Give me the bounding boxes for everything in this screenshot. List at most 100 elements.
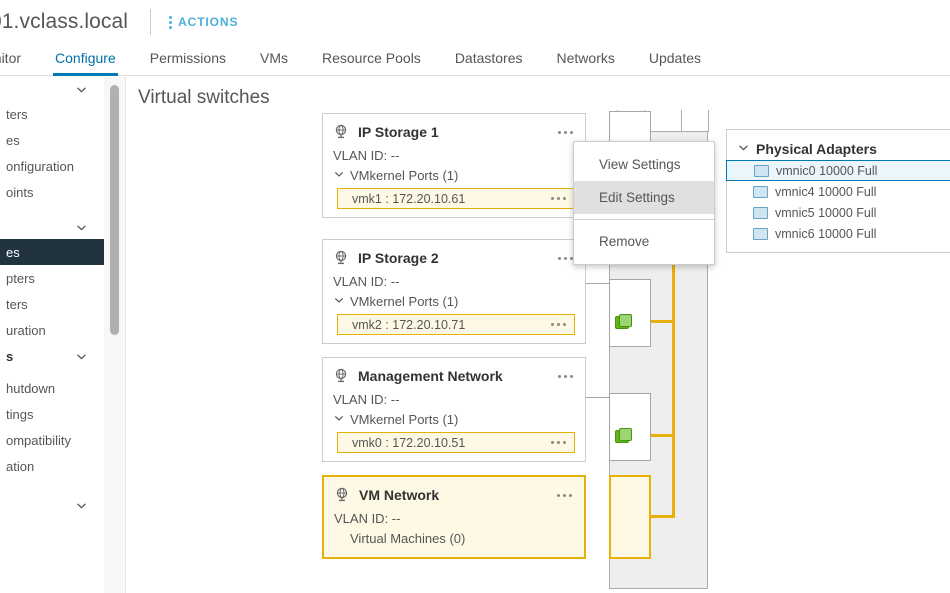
physical-adapter-label: vmnic0 10000 Full xyxy=(776,163,878,178)
context-menu-divider xyxy=(574,219,714,220)
sidebar-item-physical-adapters[interactable]: ters xyxy=(6,296,28,312)
port-group-vlan: VLAN ID: -- xyxy=(333,392,400,407)
page-header: 01.vclass.local ACTIONS xyxy=(0,0,950,44)
vmkernel-ports-label: VMkernel Ports (1) xyxy=(350,412,459,427)
vmkernel-ports-label: VMkernel Ports (1) xyxy=(350,168,459,183)
port-group-icon xyxy=(333,368,349,384)
chevron-down-icon xyxy=(75,221,88,234)
vmkernel-ports-toggle[interactable]: VMkernel Ports (1) xyxy=(333,168,575,183)
physical-adapters-panel: Physical Adapters vmnic0 10000 Full vmni… xyxy=(726,129,950,253)
sidebar-group-hardware[interactable] xyxy=(0,493,104,517)
port-group-card[interactable]: IP Storage 1 VLAN ID: -- VMkernel Ports … xyxy=(322,113,586,218)
nic-icon xyxy=(753,206,768,219)
port-group-name: IP Storage 1 xyxy=(358,124,439,140)
kebab-horizontal-icon[interactable] xyxy=(551,323,568,326)
sidebar-scroll-thumb[interactable] xyxy=(110,85,119,335)
port-group-name: Management Network xyxy=(358,368,503,384)
sidebar-scrollbar[interactable] xyxy=(104,77,126,593)
sidebar-item-host-cache-configuration[interactable]: onfiguration xyxy=(6,158,74,174)
connector-line-management-network xyxy=(586,397,610,398)
port-group-name: VM Network xyxy=(359,487,440,503)
sidebar-group-system[interactable]: s xyxy=(0,343,104,369)
physical-adapters-title: Physical Adapters xyxy=(756,141,877,157)
uplink-branch-vm-network xyxy=(649,515,675,518)
tab-vms[interactable]: VMs xyxy=(259,50,288,66)
sidebar-item-time-settings[interactable]: tings xyxy=(6,406,34,422)
sidebar-group-networking[interactable] xyxy=(0,215,104,239)
context-menu-item-remove[interactable]: Remove xyxy=(599,234,650,249)
tab-datastores[interactable]: Datastores xyxy=(454,50,523,66)
tab-resource-pools[interactable]: Resource Pools xyxy=(321,50,421,66)
port-group-header: IP Storage 2 xyxy=(333,248,575,268)
kebab-horizontal-icon[interactable] xyxy=(558,256,575,260)
port-group-name: IP Storage 2 xyxy=(358,250,439,266)
sidebar-group-system-label: s xyxy=(6,348,14,364)
physical-adapters-header[interactable]: Physical Adapters xyxy=(727,138,950,160)
port-connector-ip-storage-2 xyxy=(609,279,651,347)
chevron-down-icon xyxy=(75,350,88,363)
sidebar-item-storage-devices[interactable]: es xyxy=(6,132,20,148)
context-menu-item-edit-settings[interactable]: Edit Settings xyxy=(574,181,714,214)
port-group-header: Management Network xyxy=(333,366,575,386)
port-group-card[interactable]: Management Network VLAN ID: -- VMkernel … xyxy=(322,357,586,462)
port-group-icon xyxy=(334,487,350,503)
tab-networks[interactable]: Networks xyxy=(556,50,615,66)
physical-adapter-row[interactable]: vmnic0 10000 Full xyxy=(726,160,950,181)
uplink-stub-right xyxy=(681,110,709,132)
connector-line-ip-storage-2 xyxy=(586,283,610,284)
tab-monitor[interactable]: onitor xyxy=(0,50,22,66)
port-group-card[interactable]: IP Storage 2 VLAN ID: -- VMkernel Ports … xyxy=(322,239,586,344)
sidebar-item-host-compatibility[interactable]: ompatibility xyxy=(6,432,72,448)
vmkernel-adapter-icon-ip-storage-2 xyxy=(615,314,632,329)
vmkernel-port-label: vmk0 : 172.20.10.51 xyxy=(352,435,466,450)
vmkernel-ports-toggle[interactable]: VMkernel Ports (1) xyxy=(333,412,575,427)
sidebar-item-virtual-switches[interactable]: es xyxy=(0,239,104,265)
port-group-icon xyxy=(333,250,349,266)
nic-icon xyxy=(753,227,768,240)
physical-adapter-row[interactable]: vmnic4 10000 Full xyxy=(727,181,950,202)
uplink-trunk-line xyxy=(672,163,675,517)
port-group-icon xyxy=(333,124,349,140)
physical-adapter-label: vmnic5 10000 Full xyxy=(775,205,877,220)
sidebar: ters es onfiguration oints es pters ters… xyxy=(0,77,104,593)
chevron-down-icon xyxy=(75,499,88,512)
kebab-horizontal-icon[interactable] xyxy=(558,130,575,134)
tab-updates[interactable]: Updates xyxy=(648,50,702,66)
port-group-vlan: VLAN ID: -- xyxy=(333,274,400,289)
port-group-vlan: VLAN ID: -- xyxy=(333,148,400,163)
sidebar-item-tcpip-configuration[interactable]: uration xyxy=(6,322,46,338)
port-group-card[interactable]: VM Network VLAN ID: -- Virtual Machines … xyxy=(322,475,586,559)
chevron-down-icon xyxy=(75,83,88,96)
vmkernel-port-row[interactable]: vmk0 : 172.20.10.51 xyxy=(337,432,575,453)
sidebar-item-protocol-endpoints[interactable]: oints xyxy=(6,184,34,200)
kebab-horizontal-icon[interactable] xyxy=(551,441,568,444)
vmkernel-port-label: vmk1 : 172.20.10.61 xyxy=(352,191,466,206)
vmkernel-port-row[interactable]: vmk1 : 172.20.10.61 xyxy=(337,188,575,209)
vmkernel-port-row[interactable]: vmk2 : 172.20.10.71 xyxy=(337,314,575,335)
physical-adapter-row[interactable]: vmnic5 10000 Full xyxy=(727,202,950,223)
sidebar-item-certification[interactable]: ation xyxy=(6,458,35,474)
sidebar-spacer-1 xyxy=(0,205,104,215)
tab-configure[interactable]: Configure xyxy=(53,50,118,76)
sidebar-item-storage-adapters[interactable]: ters xyxy=(6,106,28,122)
vmkernel-ports-toggle[interactable]: VMkernel Ports (1) xyxy=(333,294,575,309)
port-group-header: IP Storage 1 xyxy=(333,122,575,142)
kebab-horizontal-icon[interactable] xyxy=(557,493,574,497)
uplink-branch-management-network xyxy=(651,434,674,437)
physical-adapter-row[interactable]: vmnic6 10000 Full xyxy=(727,223,950,244)
content-panel: Virtual switches IP xyxy=(126,77,950,593)
chevron-down-icon xyxy=(333,168,345,183)
context-menu-item-view-settings[interactable]: View Settings xyxy=(599,157,681,172)
kebab-horizontal-icon[interactable] xyxy=(558,374,575,378)
sidebar-group-storage[interactable] xyxy=(0,77,104,101)
vmkernel-ports-label: VMkernel Ports (1) xyxy=(350,294,459,309)
context-menu: View Settings Edit Settings Remove xyxy=(573,141,715,265)
sidebar-item-power-shutdown[interactable]: hutdown xyxy=(6,380,56,396)
port-group-header: VM Network xyxy=(334,485,574,505)
kebab-horizontal-icon[interactable] xyxy=(551,197,568,200)
sidebar-item-vmkernel-adapters[interactable]: pters xyxy=(6,270,35,286)
actions-button[interactable]: ACTIONS xyxy=(169,15,238,29)
uplink-branch-ip-storage-2 xyxy=(651,320,674,323)
vmkernel-adapter-icon-management-network xyxy=(615,428,632,443)
tab-permissions[interactable]: Permissions xyxy=(149,50,226,66)
